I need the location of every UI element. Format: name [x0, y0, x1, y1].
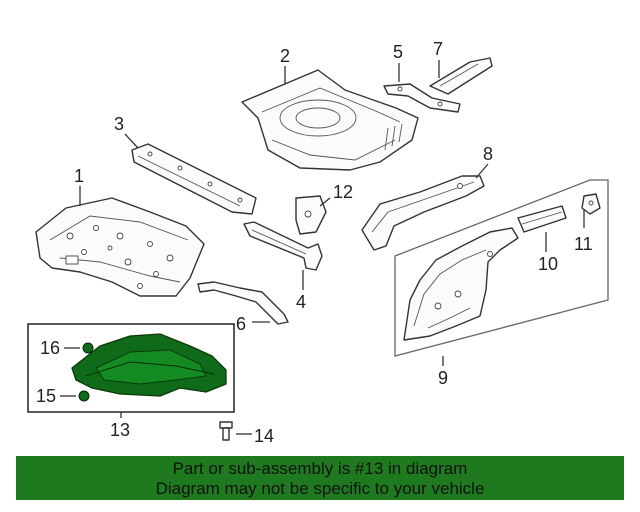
part-3-rear-crossmember [131, 143, 257, 215]
part-5-bracket [383, 83, 461, 113]
group-9-box [394, 179, 609, 357]
callout-13: 13 [110, 420, 130, 440]
part-10-extension [517, 205, 567, 233]
callout-14: 14 [254, 426, 274, 446]
banner-line-2: Diagram may not be specific to your vehi… [155, 479, 485, 498]
callout-9: 9 [438, 368, 448, 388]
part-7-crossmember [429, 57, 493, 95]
part-14-bolt [219, 421, 233, 441]
callout-16: 16 [40, 338, 60, 358]
part-15-fastener [78, 390, 90, 402]
callout-15: 15 [36, 386, 56, 406]
banner-line-1: Part or sub-assembly is #13 in diagram [172, 459, 468, 478]
part-4-rail [243, 221, 323, 271]
callout-5: 5 [393, 42, 403, 62]
callout-12: 12 [333, 182, 353, 202]
group-13-box [27, 323, 235, 413]
leader-12 [319, 197, 331, 207]
leader-8 [475, 163, 489, 179]
part-11-bracket [581, 193, 601, 215]
callout-4: 4 [296, 292, 306, 312]
leader-3 [124, 133, 139, 149]
info-banner: Part or sub-assembly is #13 in diagram D… [16, 456, 624, 500]
callout-7: 7 [433, 39, 443, 59]
part-12-gusset [295, 195, 327, 235]
callout-6: 6 [236, 314, 246, 334]
callout-1: 1 [74, 166, 84, 186]
part-2-spare-tire-floor [241, 69, 419, 171]
part-6-brace [197, 281, 289, 325]
callout-11: 11 [574, 234, 593, 254]
callout-10: 10 [538, 254, 558, 274]
callout-3: 3 [114, 114, 124, 134]
parts-diagram: 2 5 7 3 1 12 [27, 39, 609, 446]
callout-8: 8 [483, 144, 493, 164]
part-16-clip [82, 342, 94, 354]
part-8-side-rail [361, 175, 485, 251]
part-1-rear-floor [35, 197, 205, 297]
callout-2: 2 [280, 46, 290, 66]
